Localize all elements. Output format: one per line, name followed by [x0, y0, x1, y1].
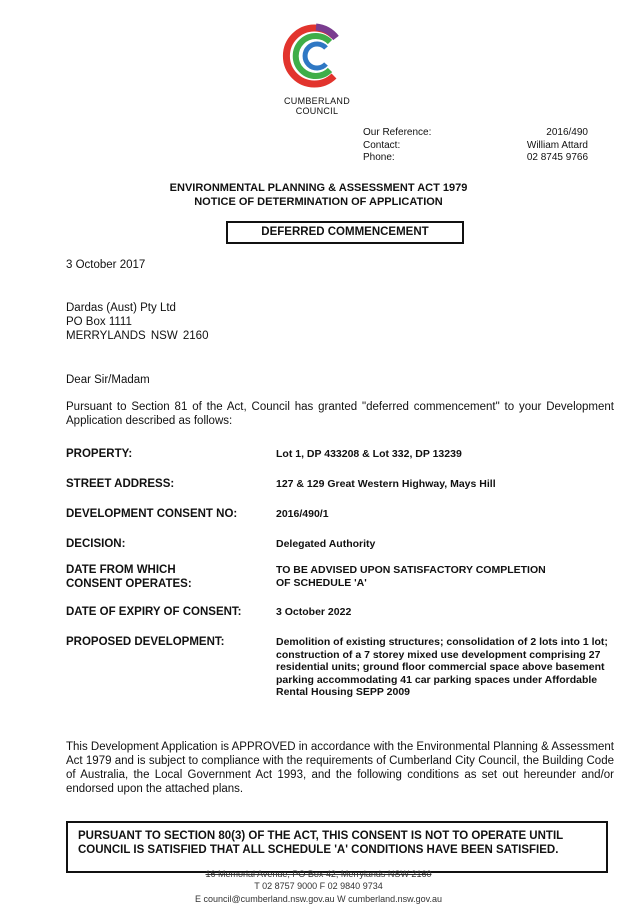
reference-block: Our Reference: 2016/490 Contact: William A… [363, 127, 588, 165]
schedule-a-notice-box: PURSUANT TO SECTION 80(3) OF THE ACT, TH… [66, 821, 608, 873]
address-line3: MERRYLANDS NSW 2160 [66, 330, 209, 342]
council-name-line2: COUNCIL [295, 106, 339, 116]
council-logo [276, 18, 356, 99]
council-name: CUMBERLAND COUNCIL [262, 96, 372, 116]
street-address-label: STREET ADDRESS: [66, 478, 175, 490]
property-label: PROPERTY: [66, 448, 133, 460]
consent-operates-value: TO BE ADVISED UPON SATISFACTORY COMPLETI… [276, 564, 546, 589]
expiry-value: 3 October 2022 [276, 606, 352, 618]
reference-label: Our Reference: [363, 127, 432, 138]
phone-label: Phone: [363, 152, 395, 163]
contact-label: Contact: [363, 139, 401, 151]
title-line2: NOTICE OF DETERMINATION OF APPLICATION [194, 196, 443, 208]
letter-date: 3 October 2017 [66, 259, 146, 271]
footer-phones: T 02 8757 9000 F 02 9840 9734 [254, 881, 383, 891]
phone-value: 02 8745 9766 [526, 152, 588, 163]
consent-operates-label: DATE FROM WHICH CONSENT OPERATES: [66, 564, 192, 590]
footer-address: 16 Memorial Avenue, PO Box 42, Merryland… [205, 869, 432, 879]
recipient-address: Dardas (Aust) Pty Ltd PO Box 1111 MERRYL… [66, 301, 208, 343]
address-line2: PO Box 1111 [66, 316, 132, 328]
reference-value: 2016/490 [546, 127, 588, 138]
consent-no-label: DEVELOPMENT CONSENT NO: [66, 508, 238, 520]
intro-paragraph: Pursuant to Section 81 of the Act, Counc… [66, 401, 614, 427]
approval-paragraph: This Development Application is APPROVED… [66, 741, 614, 795]
street-address-value: 127 & 129 Great Western Highway, Mays Hi… [276, 478, 496, 490]
property-value: Lot 1, DP 433208 & Lot 332, DP 13239 [276, 448, 462, 460]
contact-value: William Attard [526, 139, 588, 151]
expiry-label: DATE OF EXPIRY OF CONSENT: [66, 606, 242, 618]
decision-label: DECISION: [66, 538, 126, 550]
footer-contact: E council@cumberland.nsw.gov.au W cumber… [195, 894, 442, 904]
council-logo-icon [282, 23, 339, 88]
salutation: Dear Sir/Madam [66, 374, 150, 386]
proposed-development-value: Demolition of existing structures; conso… [276, 636, 608, 699]
council-name-line1: CUMBERLAND [283, 96, 350, 106]
consent-no-value: 2016/490/1 [276, 508, 329, 520]
title-line1: ENVIRONMENTAL PLANNING & ASSESSMENT ACT … [169, 182, 468, 194]
document-title: ENVIRONMENTAL PLANNING & ASSESSMENT ACT … [0, 181, 637, 209]
decision-value: Delegated Authority [276, 538, 376, 550]
address-line1: Dardas (Aust) Pty Ltd [66, 302, 176, 314]
proposed-development-label: PROPOSED DEVELOPMENT: [66, 636, 225, 648]
deferred-commencement-box: DEFERRED COMMENCEMENT [226, 221, 464, 244]
